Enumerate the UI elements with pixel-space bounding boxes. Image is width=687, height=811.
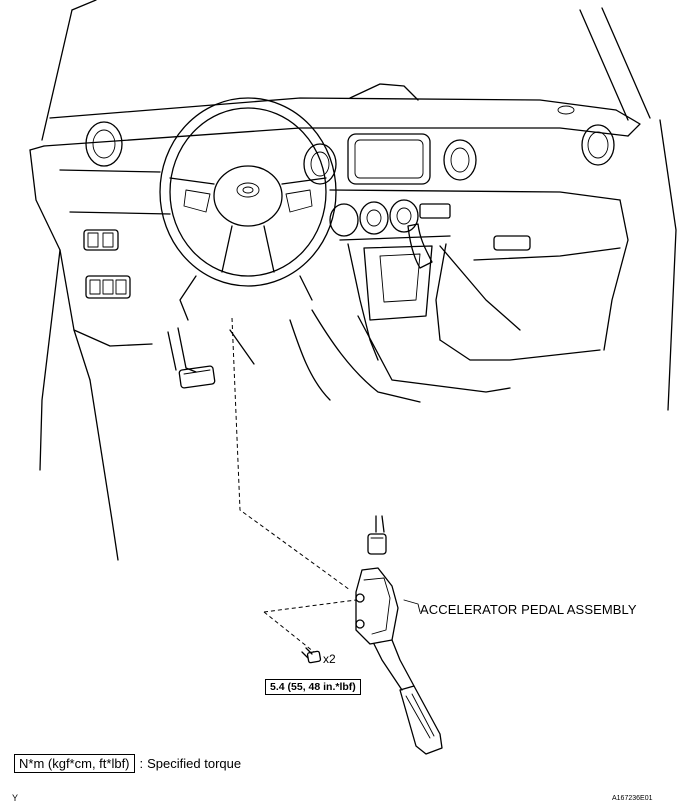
right-vent [581, 124, 615, 166]
legend-units-box: N*m (kgf*cm, ft*lbf) [14, 754, 135, 773]
brake-pedal [167, 327, 216, 389]
dash-logo-icon [557, 105, 575, 115]
torque-value-label: 5.4 (55, 48 in.*lbf) [265, 679, 361, 695]
steering-wheel [159, 97, 337, 321]
leader-lines [231, 317, 357, 653]
left-vent [85, 121, 123, 167]
torque-legend: N*m (kgf*cm, ft*lbf) : Specified torque [14, 754, 241, 773]
dashboard-top [29, 83, 641, 151]
left-lower-panel [29, 149, 171, 561]
connector [367, 515, 387, 555]
center-console [329, 189, 629, 361]
legend-description: Specified torque [147, 756, 242, 771]
bolt [301, 647, 322, 664]
lower-trim [229, 309, 601, 403]
accelerator-pedal-assembly-label: ACCELERATOR PEDAL ASSEMBLY [420, 602, 637, 617]
view-code-label: Y [12, 793, 19, 803]
accelerator-pedal-assembly [355, 567, 443, 755]
bolt-quantity-label: x2 [323, 652, 336, 666]
windshield-frame [41, 0, 677, 411]
center-display [303, 133, 477, 185]
legend-separator: : [139, 756, 144, 771]
figure-id-label: A167236E01 [612, 795, 653, 802]
